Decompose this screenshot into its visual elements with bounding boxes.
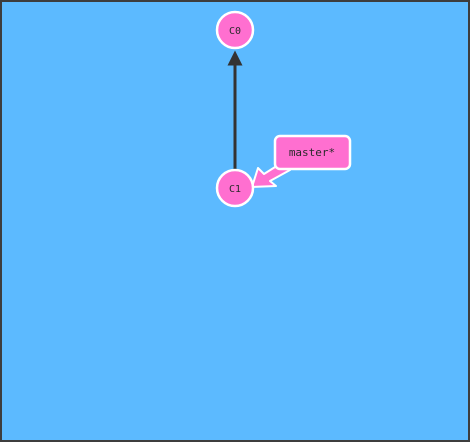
commit-node-c0[interactable]: C0	[215, 10, 255, 50]
branch-name-master: master*	[289, 146, 335, 159]
commit-label-c1: C1	[229, 184, 241, 195]
branch-label-master[interactable]: master*	[273, 134, 352, 171]
commit-node-c1[interactable]: C1	[215, 168, 255, 208]
commit-label-c0: C0	[229, 26, 241, 37]
